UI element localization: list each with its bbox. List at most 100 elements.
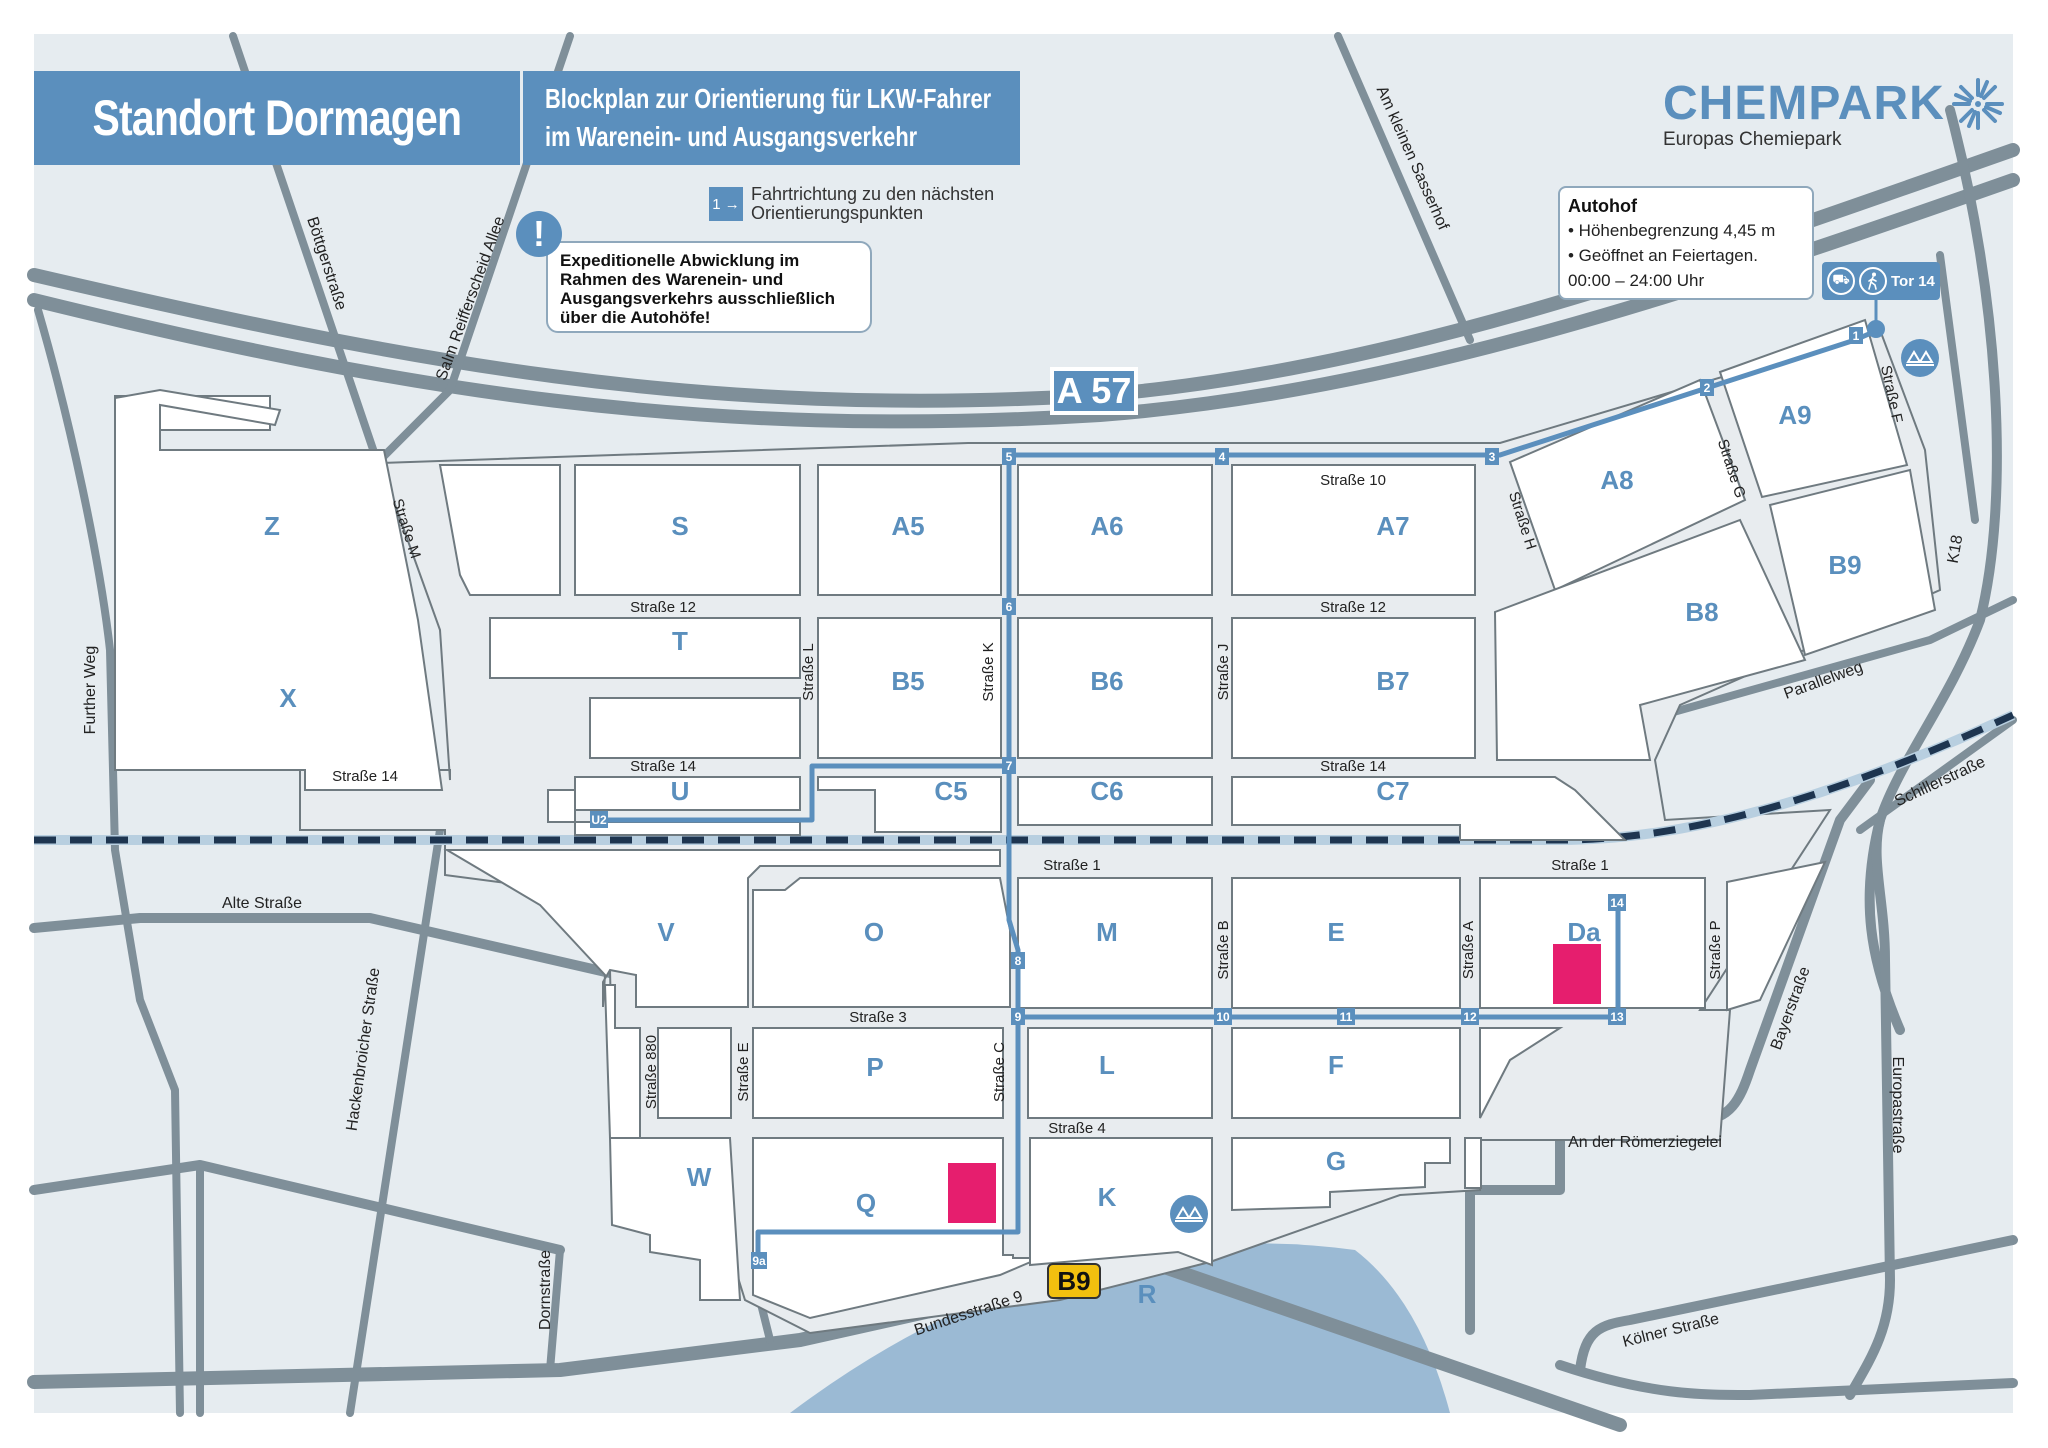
block-b6: B6 bbox=[1090, 666, 1123, 696]
notice-line: über die Autohöfe! bbox=[560, 308, 711, 327]
logo-tagline: Europas Chemiepark bbox=[1663, 129, 1842, 150]
autohof-hours: 00:00 – 24:00 Uhr bbox=[1568, 271, 1705, 290]
route-marker-4: 4 bbox=[1215, 448, 1229, 465]
block-a6: A6 bbox=[1090, 511, 1123, 541]
label-dornstrasse: Dornstraße bbox=[537, 1250, 554, 1330]
gate-tor-14[interactable]: ⛟ Tor 14 bbox=[1822, 262, 1940, 300]
notice-line: Ausgangsverkehrs ausschließlich bbox=[560, 289, 835, 308]
label-strasse-12: Straße 12 bbox=[630, 599, 696, 616]
label-strasse-3: Straße 3 bbox=[849, 1009, 907, 1026]
route-marker-2: 2 bbox=[1700, 379, 1714, 396]
label-strasse-l: Straße L bbox=[800, 643, 817, 701]
destination-da bbox=[1553, 944, 1601, 1004]
svg-text:13: 13 bbox=[1610, 1010, 1624, 1024]
label-strasse-14: Straße 14 bbox=[630, 758, 696, 775]
destination-q bbox=[948, 1163, 996, 1223]
svg-text:7: 7 bbox=[1006, 759, 1013, 773]
label-strasse-b: Straße B bbox=[1215, 920, 1232, 979]
block-s: S bbox=[671, 511, 688, 541]
label-strasse-4: Straße 4 bbox=[1048, 1120, 1106, 1137]
starburst-icon bbox=[1951, 77, 2004, 130]
blocks bbox=[114, 318, 1937, 1320]
route-marker-12: 12 bbox=[1461, 1008, 1479, 1025]
svg-text:2: 2 bbox=[1704, 381, 1711, 395]
block-o: O bbox=[864, 917, 884, 947]
label-strasse-880: Straße 880 bbox=[643, 1035, 660, 1109]
gate-pin-dot[interactable] bbox=[1867, 320, 1885, 338]
route-marker-9a: 9a bbox=[751, 1252, 767, 1269]
block-b7: B7 bbox=[1376, 666, 1409, 696]
block-a8: A8 bbox=[1600, 465, 1633, 495]
pedestrian-icon bbox=[1859, 267, 1887, 295]
route-marker-u2: U2 bbox=[590, 811, 608, 828]
svg-text:12: 12 bbox=[1463, 1010, 1477, 1024]
route-marker-5: 5 bbox=[1002, 448, 1016, 465]
svg-text:3: 3 bbox=[1489, 450, 1496, 464]
legend-line-2: Orientierungspunkten bbox=[751, 203, 924, 223]
truck-icon: ⛟ bbox=[1827, 267, 1855, 295]
block-t: T bbox=[672, 626, 688, 656]
block-l: L bbox=[1099, 1050, 1115, 1080]
notice-line: Expeditionelle Abwicklung im bbox=[560, 251, 800, 270]
route-marker-14: 14 bbox=[1608, 894, 1626, 911]
block-b9: B9 bbox=[1828, 550, 1861, 580]
river-area bbox=[790, 1243, 1450, 1413]
label-strasse-c: Straße C bbox=[991, 1042, 1008, 1102]
block-f: F bbox=[1328, 1050, 1344, 1080]
block-e: E bbox=[1327, 917, 1344, 947]
autohof-holidays: • Geöffnet an Feiertagen. bbox=[1568, 246, 1758, 265]
block-c6: C6 bbox=[1090, 776, 1123, 806]
block-b5: B5 bbox=[891, 666, 924, 696]
block-r: R bbox=[1138, 1279, 1157, 1309]
notice-box: Expeditionelle Abwicklung im Rahmen des … bbox=[546, 241, 872, 333]
label-strasse-1: Straße 1 bbox=[1551, 857, 1609, 874]
label-strasse-e: Straße E bbox=[735, 1042, 752, 1101]
subtitle-banner: Blockplan zur Orientierung für LKW-Fahre… bbox=[523, 71, 1020, 165]
gate-label: Tor 14 bbox=[1891, 272, 1935, 290]
weigh-station-icon bbox=[1901, 339, 1939, 377]
route-marker-13: 13 bbox=[1608, 1008, 1626, 1025]
label-alte-strasse: Alte Straße bbox=[222, 895, 302, 912]
block-m: M bbox=[1096, 917, 1118, 947]
block-b8: B8 bbox=[1685, 597, 1718, 627]
svg-text:5: 5 bbox=[1006, 450, 1013, 464]
page-title: Standort Dormagen bbox=[92, 90, 463, 146]
block-z: Z bbox=[264, 511, 280, 541]
label-strasse-10: Straße 10 bbox=[1320, 472, 1386, 489]
a57-motorway-shield: A 57 bbox=[1050, 367, 1138, 415]
route-marker-3: 3 bbox=[1485, 448, 1499, 465]
label-europastrasse: Europastraße bbox=[1889, 1057, 1906, 1154]
block-w: W bbox=[687, 1162, 712, 1192]
block-da: Da bbox=[1567, 917, 1601, 947]
block-a5: A5 bbox=[891, 511, 924, 541]
label-strasse-a: Straße A bbox=[1460, 921, 1477, 979]
svg-text:4: 4 bbox=[1219, 450, 1226, 464]
block-labels: Z X S A5 A6 A7 A8 A9 T B5 B6 B7 B8 B9 U … bbox=[264, 400, 1862, 1309]
route-marker-8: 8 bbox=[1011, 952, 1025, 969]
page-title-banner: Standort Dormagen bbox=[34, 71, 520, 165]
route-markers: 1 2 3 4 5 6 7 8 9 9a 10 11 12 13 14 U2 bbox=[590, 327, 1863, 1269]
label-strasse-1: Straße 1 bbox=[1043, 857, 1101, 874]
label-strasse-p: Straße P bbox=[1707, 920, 1724, 979]
svg-text:8: 8 bbox=[1015, 954, 1022, 968]
route-marker-10: 10 bbox=[1214, 1008, 1232, 1025]
svg-text:9: 9 bbox=[1015, 1010, 1022, 1024]
block-a9: A9 bbox=[1778, 400, 1811, 430]
label-strasse-j: Straße J bbox=[1215, 644, 1232, 701]
svg-text:9a: 9a bbox=[752, 1254, 766, 1268]
label-strasse-12: Straße 12 bbox=[1320, 599, 1386, 616]
logo-brand: CHEMPARK bbox=[1663, 77, 1945, 130]
autohof-title: Autohof bbox=[1568, 196, 1637, 216]
block-v: V bbox=[657, 917, 675, 947]
block-g: G bbox=[1326, 1146, 1346, 1176]
svg-text:11: 11 bbox=[1340, 1010, 1353, 1024]
subtitle-line-2: im Warenein- und Ausgangsverkehr bbox=[545, 121, 918, 152]
label-strasse-14: Straße 14 bbox=[1320, 758, 1386, 775]
block-a7: A7 bbox=[1376, 511, 1409, 541]
legend-text: Fahrtrichtung zu den nächsten Orientieru… bbox=[751, 185, 994, 223]
route-marker-1: 1 bbox=[1849, 327, 1863, 344]
block-c7: C7 bbox=[1376, 776, 1409, 806]
svg-text:14: 14 bbox=[1610, 896, 1624, 910]
svg-text:U2: U2 bbox=[591, 813, 607, 827]
truck-route bbox=[598, 327, 1879, 1260]
